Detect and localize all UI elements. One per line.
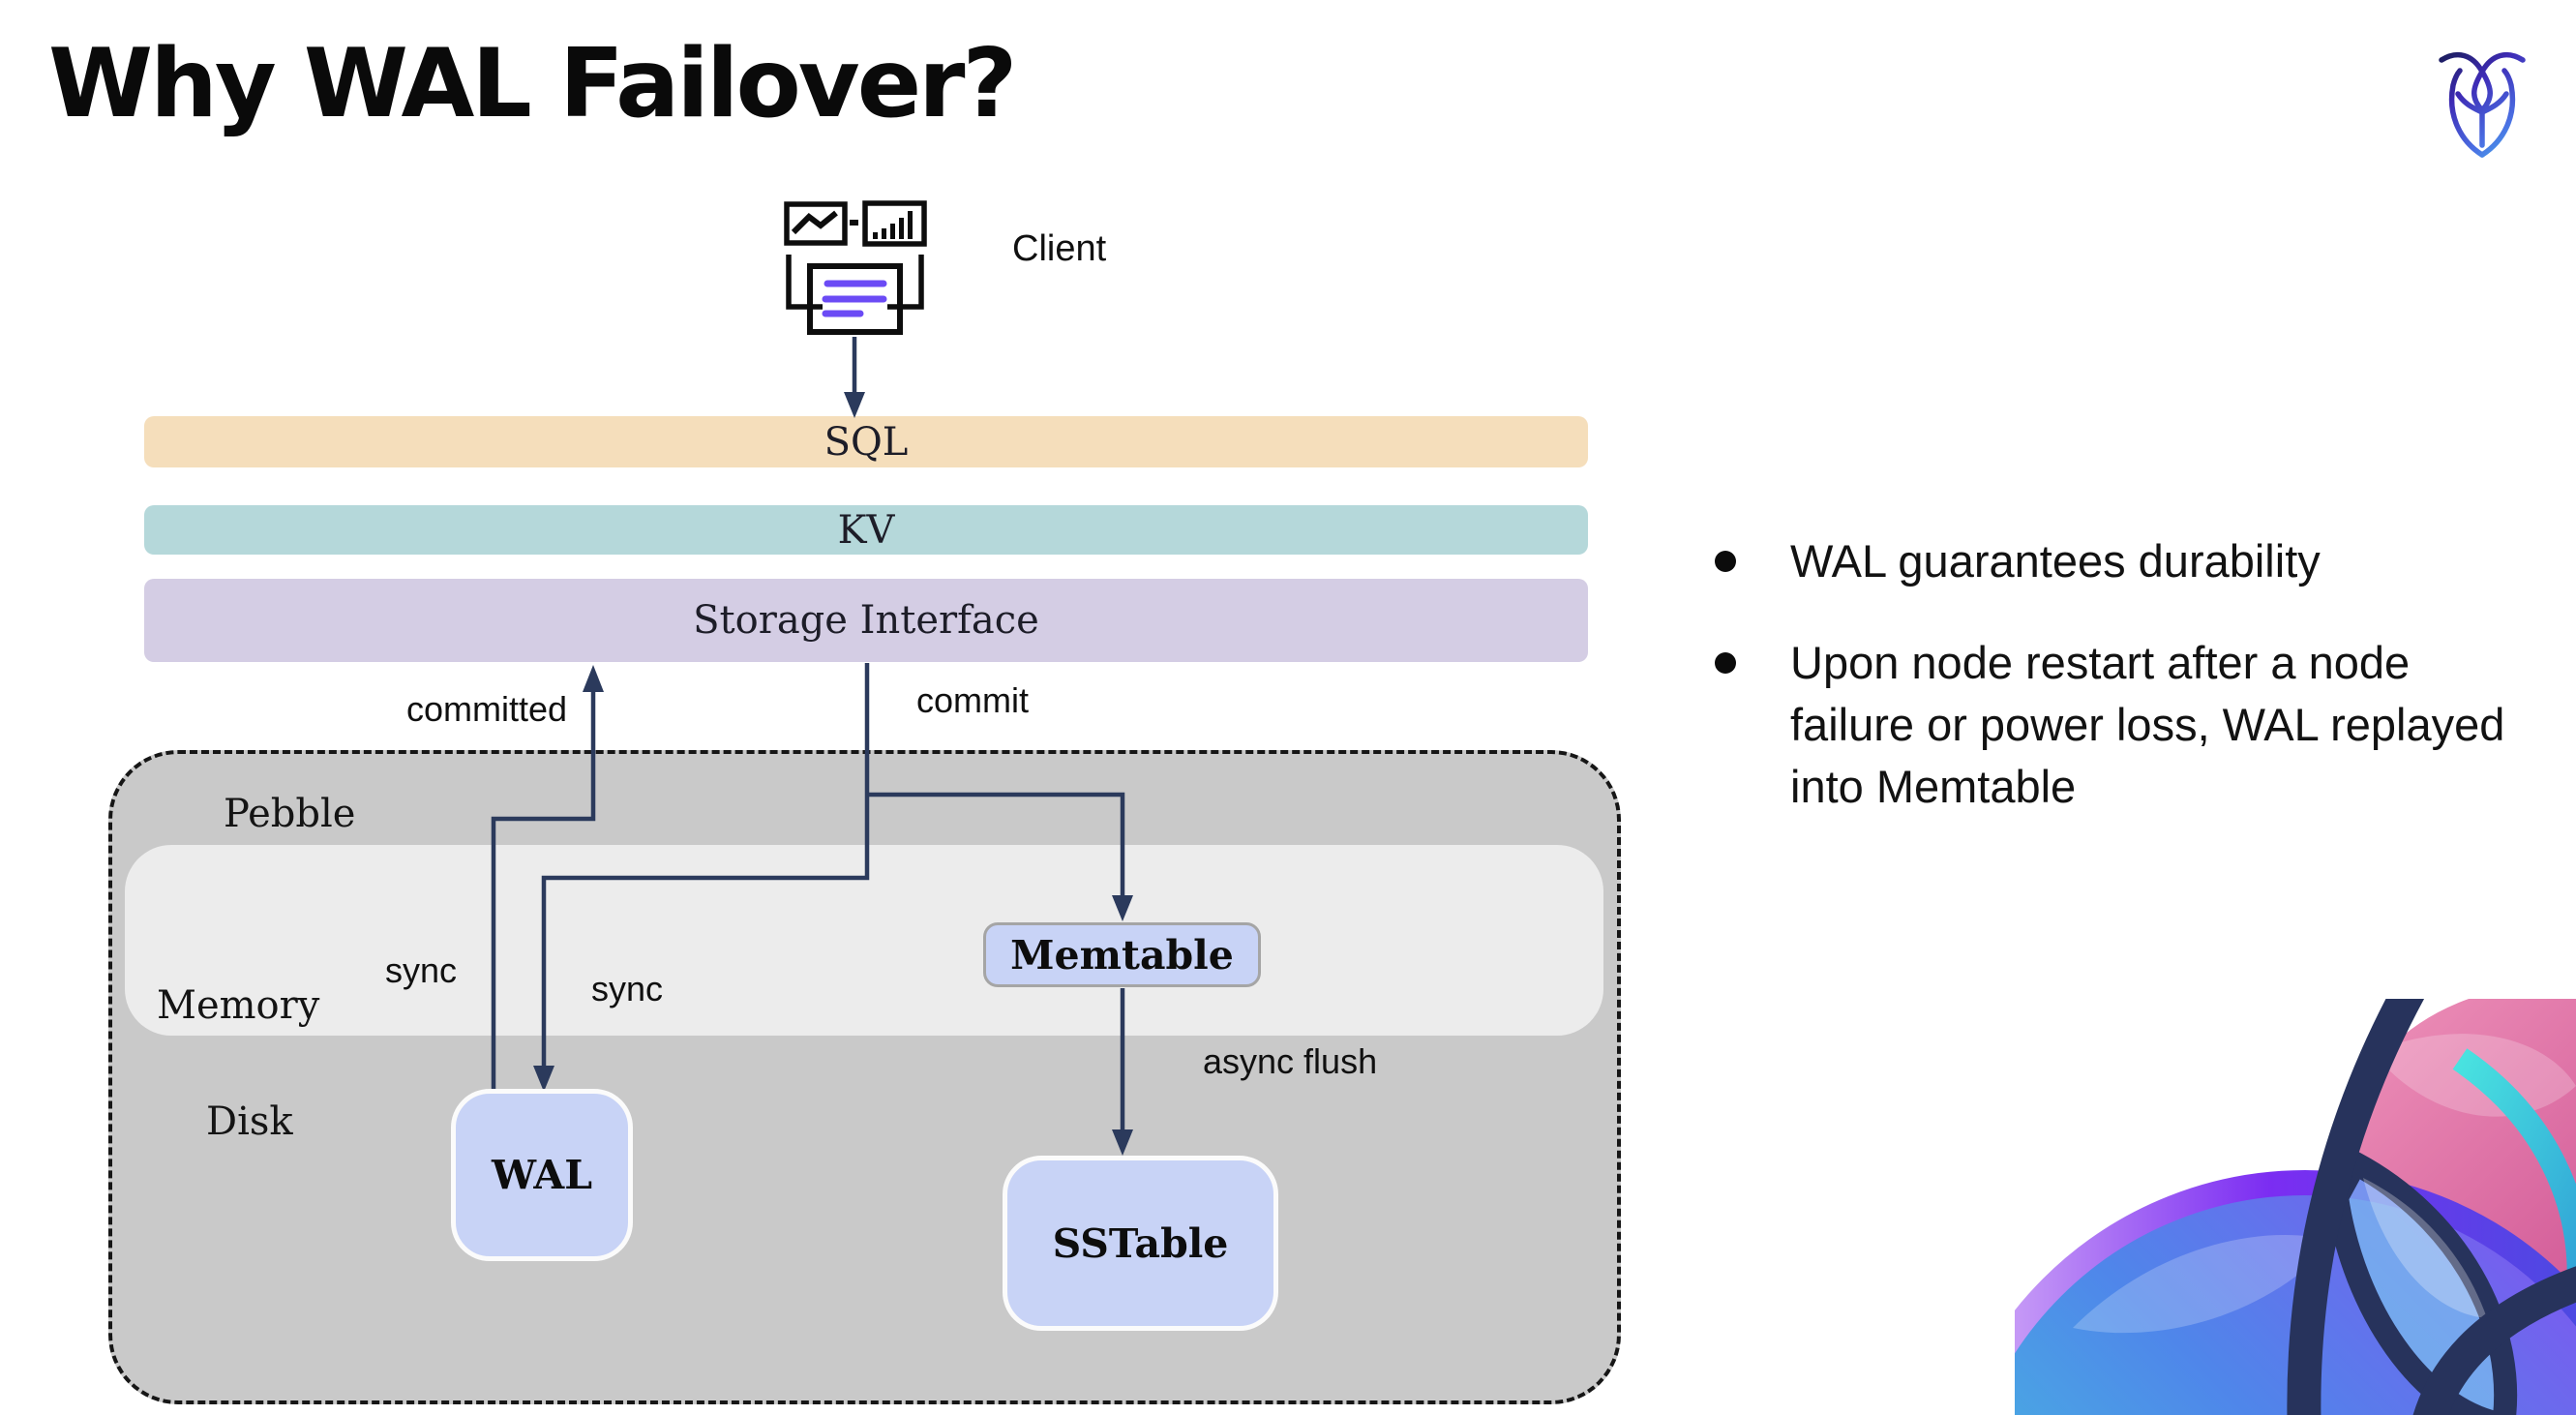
memtable-label: Memtable — [1010, 931, 1234, 978]
committed-edge-label: committed — [406, 689, 568, 729]
sstable-node: SSTable — [1003, 1156, 1278, 1331]
line-chart-icon — [784, 201, 848, 246]
commit-edge-label: commit — [916, 680, 1029, 720]
layer-sql-label: SQL — [824, 419, 909, 465]
cockroachdb-roach-logo-icon — [2439, 51, 2526, 158]
memory-label: Memory — [157, 983, 320, 1028]
memory-band — [125, 845, 1603, 1036]
bullet-dot-icon — [1715, 551, 1736, 572]
bracket-left — [786, 255, 823, 310]
layer-sql: SQL — [144, 416, 1588, 467]
client-label: Client — [1012, 228, 1107, 269]
layer-storage-label: Storage Interface — [693, 598, 1039, 643]
async-flush-edge-label: async flush — [1203, 1041, 1378, 1081]
sstable-label: SSTable — [1052, 1219, 1229, 1267]
layer-kv-label: KV — [837, 507, 895, 553]
layer-kv: KV — [144, 505, 1588, 555]
list-item: Upon node restart after a node failure o… — [1715, 632, 2566, 818]
pebble-label: Pebble — [224, 792, 356, 836]
bullet-text: WAL guarantees durability — [1790, 535, 2321, 587]
list-item: WAL guarantees durability — [1715, 530, 2566, 592]
bracket-right — [887, 255, 924, 310]
layer-storage-interface: Storage Interface — [144, 579, 1588, 662]
bullet-dot-icon — [1715, 652, 1736, 674]
bullet-list: WAL guarantees durability Upon node rest… — [1715, 530, 2566, 858]
sync-upper-edge-label: sync — [385, 950, 458, 990]
page-title: Why WAL Failover? — [48, 29, 1017, 139]
bullet-text: Upon node restart after a node failure o… — [1790, 637, 2505, 812]
memtable-node: Memtable — [983, 922, 1261, 987]
dash-glyph — [850, 220, 858, 226]
cockroachdb-brand-art-icon — [2015, 999, 2576, 1415]
sync-lower-edge-label: sync — [591, 969, 664, 1009]
disk-label: Disk — [206, 1099, 293, 1144]
client-apps-icon — [784, 200, 927, 335]
wal-label: WAL — [491, 1152, 593, 1198]
wal-node: WAL — [451, 1089, 633, 1261]
